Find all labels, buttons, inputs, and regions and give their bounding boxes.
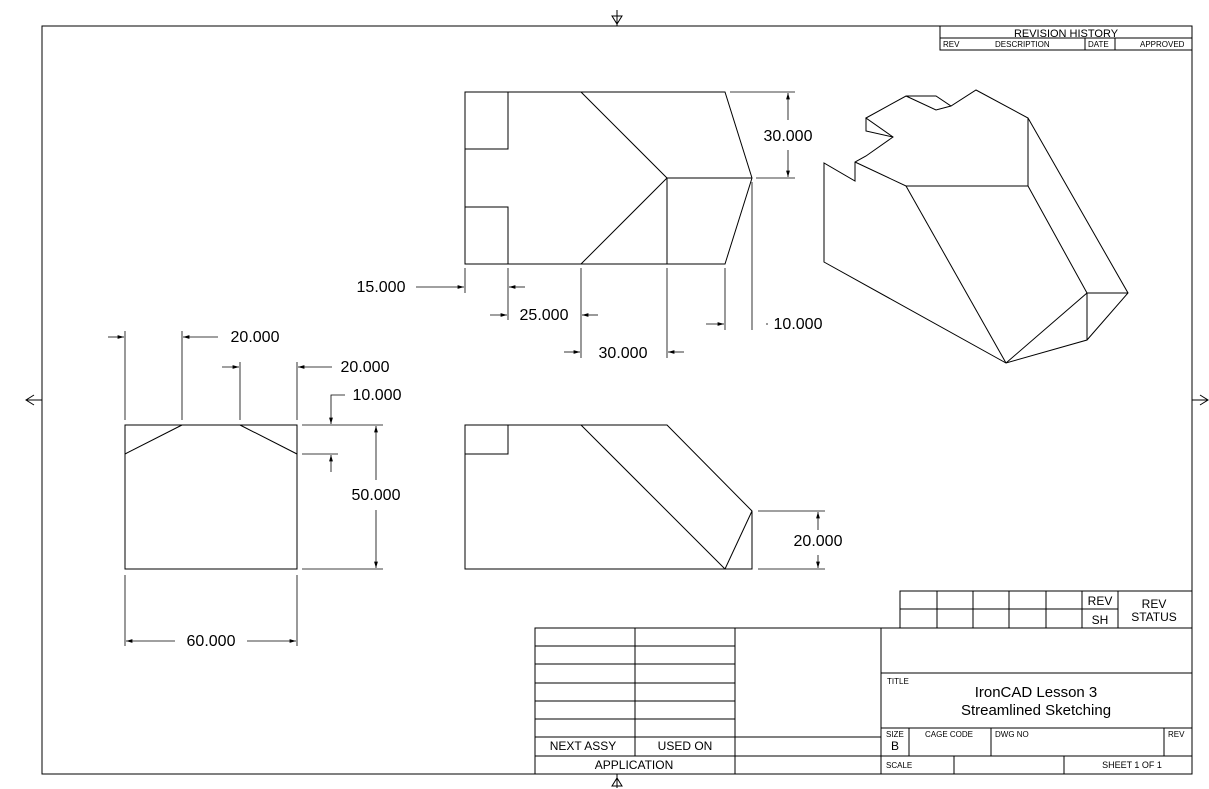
description-col-header: DESCRIPTION bbox=[995, 40, 1050, 49]
dim-top-height: 30.000 bbox=[764, 128, 813, 145]
application-block bbox=[534, 627, 882, 775]
rev-status-line2: STATUS bbox=[1131, 610, 1177, 624]
dim-side-width: 60.000 bbox=[187, 633, 236, 650]
dim-side-height: 50.000 bbox=[352, 487, 401, 504]
front-view-dimensions bbox=[758, 510, 825, 570]
date-col-header: DATE bbox=[1088, 40, 1109, 49]
side-view-dimensions bbox=[108, 331, 383, 646]
dim-top-step: 25.000 bbox=[520, 307, 569, 324]
revision-history-title: REVISION HISTORY bbox=[1014, 28, 1119, 40]
isometric-view bbox=[823, 89, 1129, 364]
dwg-no-label: DWG NO bbox=[995, 730, 1029, 739]
rev-status-rev-label: REV bbox=[1088, 594, 1113, 608]
used-on-label: USED ON bbox=[658, 739, 713, 753]
rev-status-sh-label: SH bbox=[1092, 613, 1109, 627]
top-view bbox=[464, 91, 753, 265]
cage-code-label: CAGE CODE bbox=[925, 730, 973, 739]
center-marks bbox=[25, 10, 1209, 788]
title-block bbox=[880, 627, 1193, 775]
application-label: APPLICATION bbox=[595, 758, 673, 772]
next-assy-label: NEXT ASSY bbox=[550, 739, 616, 753]
dim-top-right: 10.000 bbox=[774, 316, 823, 333]
sheet-number: SHEET 1 OF 1 bbox=[1102, 760, 1162, 770]
dim-side-chamfer: 10.000 bbox=[353, 387, 402, 404]
top-view-dimensions bbox=[416, 91, 795, 358]
dim-side-top-left: 20.000 bbox=[231, 329, 280, 346]
size-label: SIZE bbox=[886, 730, 904, 739]
size-value: B bbox=[891, 739, 899, 753]
rev-status-line1: REV bbox=[1142, 597, 1167, 611]
title-rev-label: REV bbox=[1168, 730, 1185, 739]
side-view bbox=[124, 424, 298, 570]
title-line-2: Streamlined Sketching bbox=[961, 702, 1111, 719]
sheet-border bbox=[41, 25, 1193, 775]
front-view bbox=[464, 424, 753, 570]
revision-history-table: REVISION HISTORY REV DESCRIPTION DATE AP… bbox=[939, 25, 1193, 51]
dim-top-left-offset: 15.000 bbox=[357, 279, 406, 296]
rev-col-header: REV bbox=[943, 40, 960, 49]
title-line-1: IronCAD Lesson 3 bbox=[975, 684, 1098, 701]
approved-col-header: APPROVED bbox=[1140, 40, 1185, 49]
scale-label: SCALE bbox=[886, 761, 912, 770]
dim-front-right-height: 20.000 bbox=[794, 533, 843, 550]
dim-top-mid: 30.000 bbox=[599, 345, 648, 362]
title-label: TITLE bbox=[887, 677, 909, 686]
dim-side-top-right: 20.000 bbox=[341, 359, 390, 376]
